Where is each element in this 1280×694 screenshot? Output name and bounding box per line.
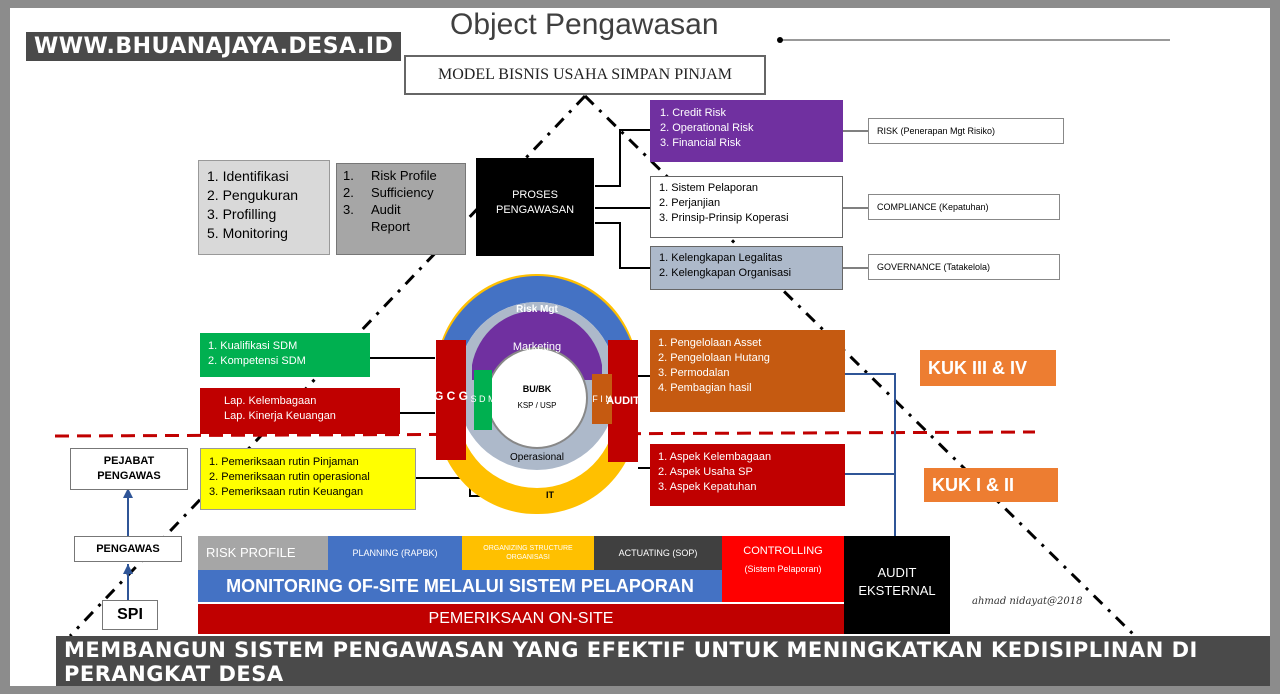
pengawas-box: PENGAWAS [74,536,182,562]
circle-marketing-label: Marketing [513,341,561,353]
spi-box: SPI [102,600,158,630]
label-compliance: COMPLIANCE (Kepatuhan) [868,194,1060,220]
diagram-frame: Object Pengawasan MODEL BISNIS USAHA SIM… [10,8,1270,686]
bar-controlling: CONTROLLING (Sistem Pelaporan) [722,536,844,602]
kuk-top-box: KUK III & IV [920,350,1056,386]
kuk-bottom-box: KUK I & II [924,468,1058,502]
gcg-bar [436,340,466,460]
gcg-label: G C G [434,389,468,403]
circle-top-label: Risk Mgt [516,304,558,315]
center-label-1: BU/BK [523,384,552,394]
audit-bar [608,340,638,462]
watermark-url: WWW.BHUANAJAYA.DESA.ID [26,32,402,61]
fin-bar [592,374,612,424]
risk-profile-box: 1.Risk Profile 2.Sufficiency 3.Audit Rep… [336,163,466,255]
bar-planning: PLANNING (RAPBK) [328,536,462,570]
signature: ahmad nidayat@2018 [972,596,1083,607]
bar-monitoring: MONITORING OF-SITE MELALUI SISTEM PELAPO… [198,570,722,602]
fin-label: F I N [592,394,612,404]
diagram-title: Object Pengawasan [450,8,719,41]
center-label-2: KSP / USP [518,401,557,410]
center-circle [486,347,588,449]
model-bisnis-box: MODEL BISNIS USAHA SIMPAN PINJAM [404,55,766,95]
sdm-bar [474,370,492,430]
label-risk: RISK (Penerapan Mgt Risiko) [868,118,1064,144]
audit-label: AUDIT [606,395,640,407]
caption-bottom: MEMBANGUN SISTEM PENGAWASAN YANG EFEKTIF… [56,636,1270,686]
sdm-label: S D M [470,394,495,404]
bar-risk-profile: RISK PROFILE [198,536,328,570]
business-circle: Risk Mgt Marketing G C G AUDIT S D M F I… [434,274,640,514]
label-governance: GOVERNANCE (Tatakelola) [868,254,1060,280]
bar-actuating: ACTUATING (SOP) [594,536,722,570]
bar-onsite: PEMERIKSAAN ON-SITE [198,604,844,634]
bar-organizing: ORGANIZING STRUCTURE ORGANISASI [462,536,594,570]
circle-bottom-label: Operasional [510,452,564,463]
circle-it-label: IT [546,490,555,500]
